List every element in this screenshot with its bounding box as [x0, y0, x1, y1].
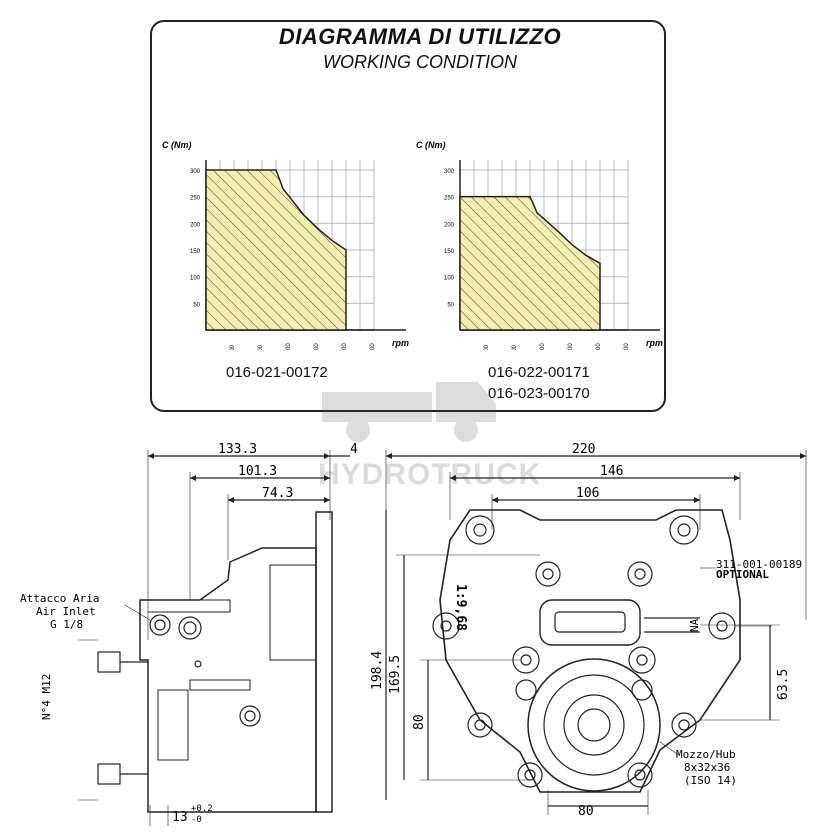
chart-1-ylabel: C (Nm) [162, 140, 192, 150]
chart-1-area [205, 169, 347, 331]
chart-2-xtick: 1600 [568, 343, 574, 350]
dim-80-bottom: 80 [578, 804, 594, 819]
dim-133-3: 133.3 [218, 442, 258, 457]
chart-2-xtick: 800 [512, 344, 518, 350]
dim-80-vertical: 80 [412, 714, 427, 730]
chart-2-xtick: 2000 [596, 343, 602, 350]
chart-1-xtick: 2400 [370, 343, 376, 350]
tol-lower: -0 [191, 815, 202, 825]
dim-13: 13 [172, 810, 188, 825]
chart-1-xtick: 2000 [342, 343, 348, 350]
chart-1-ytick: 200 [190, 222, 201, 228]
chart-1-xtick: 1600 [314, 343, 320, 350]
dim-106: 106 [576, 486, 600, 501]
hub-spline: 8x32x36 [684, 761, 731, 774]
chart-1-xtick: 800 [258, 344, 264, 350]
chart-2-ytick: 50 [447, 302, 454, 308]
dim-4: 4 [350, 442, 358, 457]
chart-2-ytick: 200 [444, 222, 455, 228]
diagram-subtitle: WORKING CONDITION [323, 52, 517, 72]
air-inlet-label-en: Air Inlet [36, 605, 96, 618]
watermark-text: HYDROTRUCK [318, 458, 542, 491]
chart-1-xlabel: rpm [392, 338, 409, 348]
hub-standard: (ISO 14) [684, 774, 737, 787]
chart-2-ytick: 100 [444, 276, 455, 282]
chart-2-xtick: 2400 [624, 343, 630, 350]
ratio-label: 1:9,68 [453, 584, 468, 631]
chart-2-xtick: 400 [484, 344, 490, 350]
chart-2-xtick: 1200 [540, 343, 546, 350]
chart-1-ytick: 250 [190, 196, 201, 202]
na-label: NA [688, 618, 701, 632]
diagram-title: DIAGRAMMA DI UTILIZZO [278, 24, 562, 49]
dim-198-4: 198.4 [370, 650, 385, 690]
dim-101-3: 101.3 [238, 464, 278, 479]
chart-1-xtick: 1200 [286, 343, 292, 350]
air-inlet-label-it: Attacco Aria [20, 592, 100, 605]
chart-1-ytick: 50 [193, 302, 200, 308]
hub-label: Mozzo/Hub [676, 748, 736, 761]
dim-63-5: 63.5 [776, 668, 791, 700]
chart-2-xlabel: rpm [646, 338, 663, 348]
chart-1-xtick: 400 [230, 344, 236, 350]
optional-label: OPTIONAL [716, 568, 769, 581]
technical-drawing [78, 450, 807, 826]
dim-74-3: 74.3 [262, 486, 294, 501]
tol-upper: +0.2 [191, 804, 213, 814]
chart-1-caption: 016-021-00172 [226, 364, 328, 381]
chart-2-ylabel: C (Nm) [416, 140, 446, 150]
dim-169-5: 169.5 [388, 654, 403, 694]
dim-220: 220 [572, 442, 596, 457]
chart-2-ytick: 250 [444, 196, 455, 202]
optional-code: 311-001-00189 [716, 558, 803, 571]
chart-1-ytick: 150 [190, 249, 201, 255]
watermark-truck-icon [322, 382, 496, 442]
air-inlet-thread: G 1/8 [50, 618, 84, 631]
chart-2-ytick: 300 [444, 169, 455, 175]
bolts-label: N°4 M12 [40, 673, 53, 720]
chart-1-ytick: 300 [190, 169, 201, 175]
dim-146: 146 [600, 464, 624, 479]
chart-2-caption-2: 016-023-00170 [488, 385, 590, 402]
chart-1-ytick: 100 [190, 276, 201, 282]
chart-2-caption-1: 016-022-00171 [488, 364, 590, 381]
chart-2-ytick: 150 [444, 249, 455, 255]
chart-2-area [459, 195, 601, 331]
